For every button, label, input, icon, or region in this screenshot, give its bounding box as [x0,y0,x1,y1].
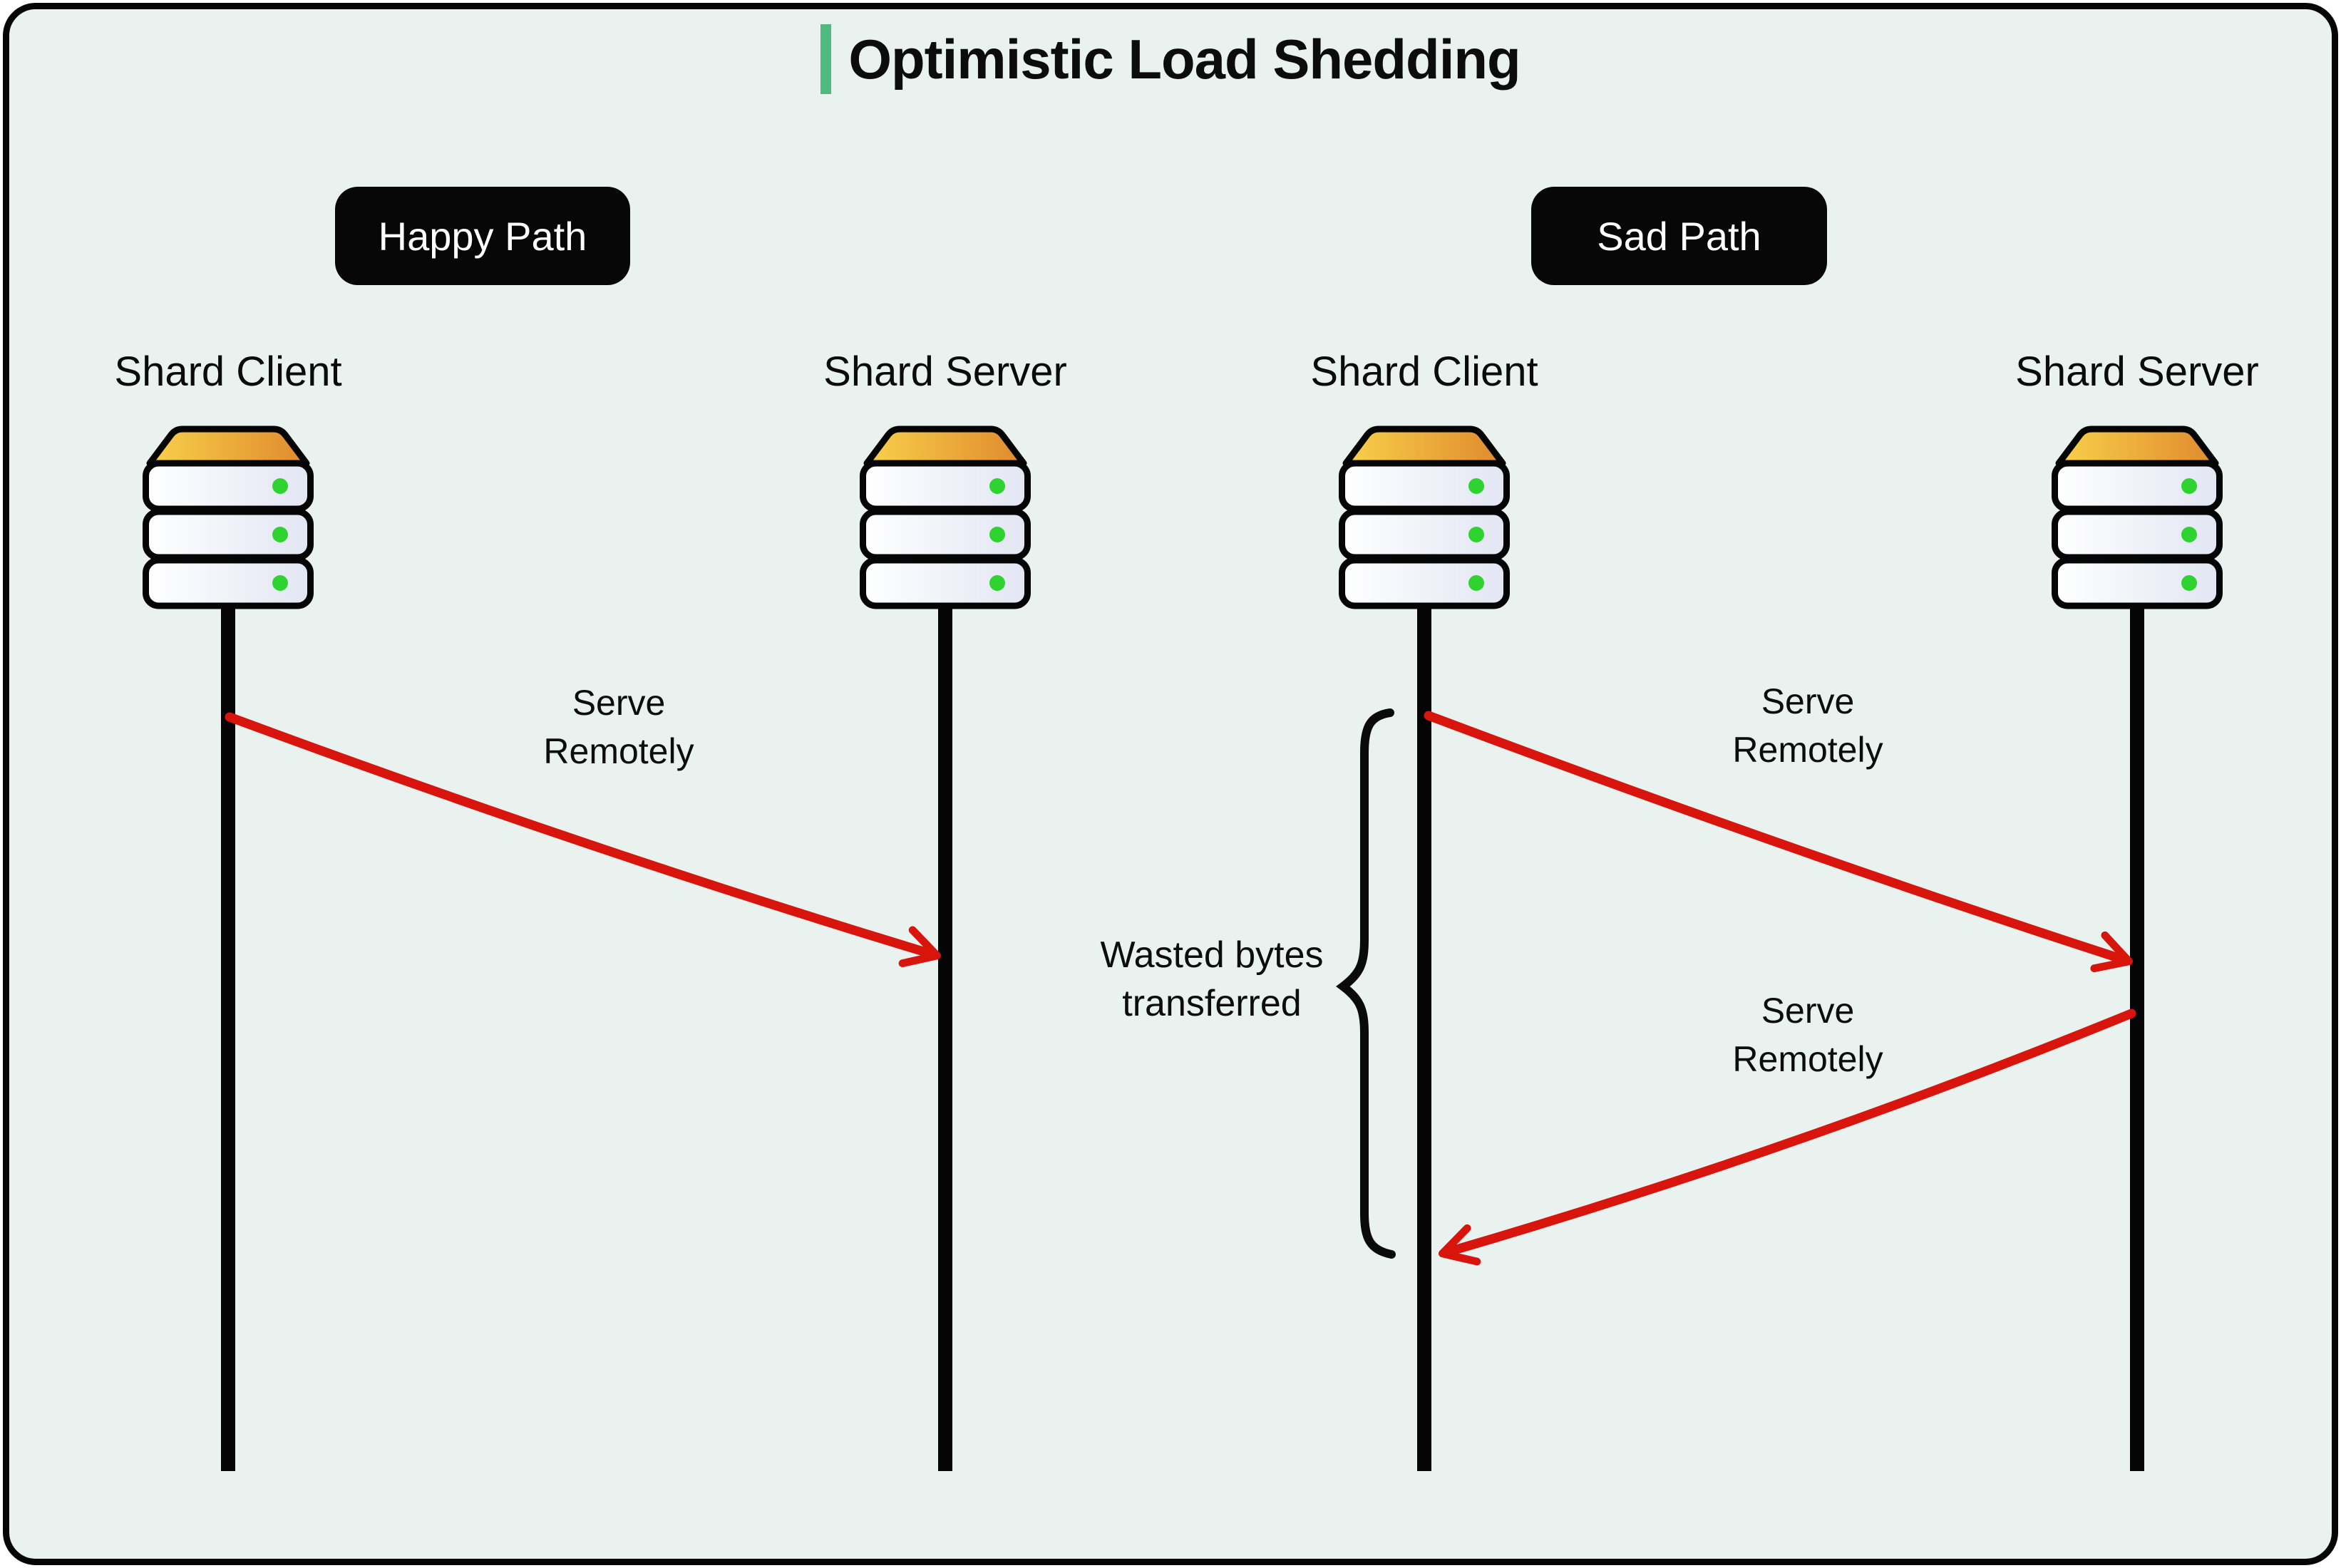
message-label-sad-serve-remotely-response: Serve Remotely [1732,991,1883,1079]
badge-happy-path-label: Happy Path [378,213,587,259]
lifeline-sad-client [1417,606,1431,1471]
lifeline-happy-client [221,606,235,1471]
actor-label-happy-client: Shard Client [114,349,342,395]
server-stack-icon [143,425,314,609]
actor-label-sad-client: Shard Client [1310,349,1538,395]
badge-sad-path: Sad Path [1531,187,1827,285]
annotation-wasted-bytes: Wasted bytes transferred [1100,934,1324,1024]
title-accent-bar [820,24,832,94]
lifeline-sad-server [2130,606,2144,1471]
server-stack-icon [2052,425,2223,609]
actor-label-happy-server: Shard Server [823,349,1067,395]
badge-sad-path-label: Sad Path [1597,213,1761,259]
badge-happy-path: Happy Path [335,187,630,285]
server-stack-icon [860,425,1031,609]
message-label-sad-serve-remotely-request: Serve Remotely [1732,681,1883,770]
diagram-title-row: Optimistic Load Shedding [0,24,2341,94]
actor-label-sad-server: Shard Server [2015,349,2259,395]
lifeline-happy-server [938,606,952,1471]
server-stack-icon [1339,425,1510,609]
page-title: Optimistic Load Shedding [848,27,1521,91]
message-label-happy-serve-remotely: Serve Remotely [543,683,694,771]
